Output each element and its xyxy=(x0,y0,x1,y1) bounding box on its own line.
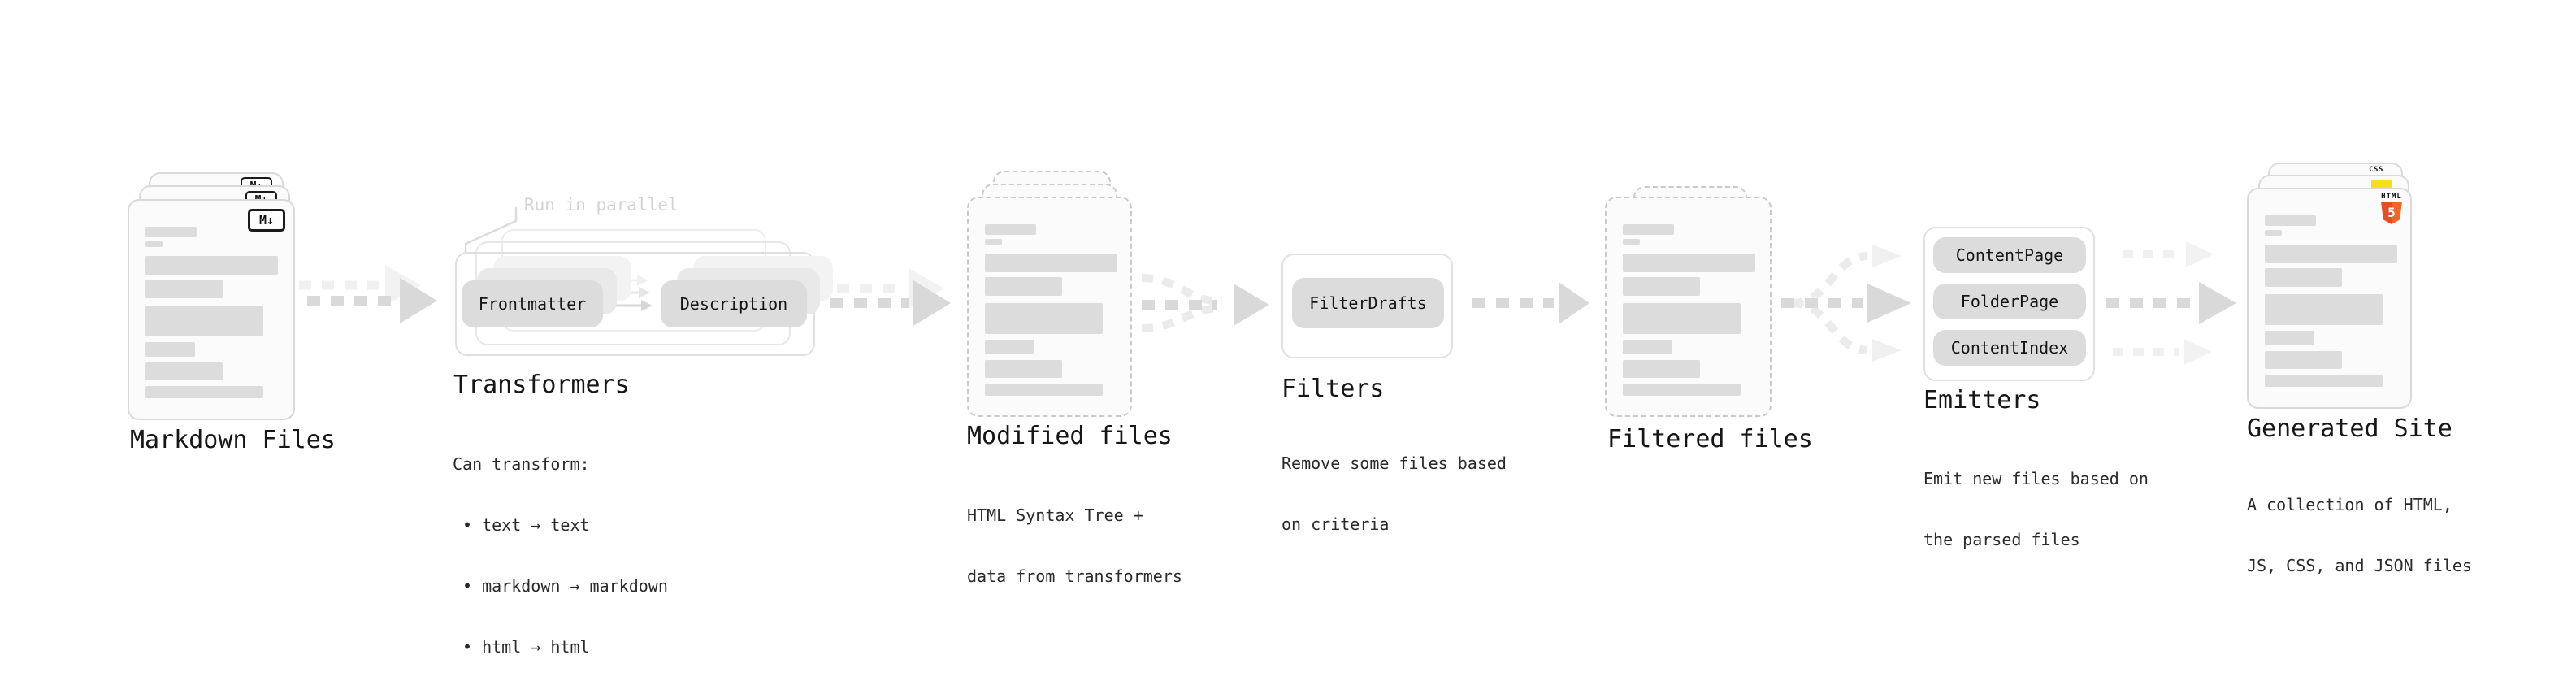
placeholder-bar xyxy=(1623,303,1741,334)
placeholder-bar xyxy=(145,280,223,298)
transformers-bullet: • markdown → markdown xyxy=(462,576,668,596)
transformer-pill-description: Description xyxy=(661,280,807,327)
placeholder-bar xyxy=(2265,268,2342,287)
placeholder-bar xyxy=(1623,277,1700,296)
description-line: data from transformers xyxy=(967,566,1182,586)
placeholder-bar xyxy=(2265,230,2282,236)
description-line: JS, CSS, and JSON files xyxy=(2247,556,2472,575)
stage-label-transformers: Transformers xyxy=(453,371,630,399)
emitters-frame xyxy=(1923,227,2095,381)
filters-frame xyxy=(1281,254,1453,358)
description-line: Remove some files based xyxy=(1281,453,1507,473)
emitter-pill-contentindex: ContentIndex xyxy=(1933,330,2086,366)
markdown-icon: M↓ xyxy=(248,209,285,232)
placeholder-bar xyxy=(2265,294,2383,325)
placeholder-bar xyxy=(985,384,1103,396)
filtered-file-card-front xyxy=(1605,197,1772,417)
placeholder-bar xyxy=(145,362,223,380)
transformers-note-heading: Can transform: xyxy=(453,454,590,474)
html5-icon-number: 5 xyxy=(2387,205,2396,220)
generated-site-description: A collection of HTML, JS, CSS, and JSON … xyxy=(2247,454,2472,617)
stage-label-generated-site: Generated Site xyxy=(2247,414,2452,443)
stage-label-filtered-files: Filtered files xyxy=(1607,425,1813,453)
modified-file-card-front xyxy=(967,197,1132,417)
transformer-pill-frontmatter: Frontmatter xyxy=(462,280,603,327)
placeholder-bar xyxy=(1623,224,1674,235)
transformers-bullet: • text → text xyxy=(462,515,590,535)
emitters-description: Emit new files based on the parsed files xyxy=(1923,428,2149,591)
placeholder-bar xyxy=(145,306,263,336)
placeholder-bar xyxy=(1623,384,1741,396)
description-line: A collection of HTML, xyxy=(2247,495,2452,514)
placeholder-bar xyxy=(2265,375,2383,387)
run-in-parallel-note: Run in parallel xyxy=(524,195,679,215)
placeholder-bar xyxy=(1623,360,1700,378)
placeholder-bar xyxy=(985,277,1062,296)
placeholder-bar xyxy=(2265,351,2342,369)
placeholder-bar xyxy=(145,241,163,247)
placeholder-bar xyxy=(1623,254,1755,272)
placeholder-bar xyxy=(985,360,1062,378)
document-content-placeholder xyxy=(1607,198,1770,415)
placeholder-bar xyxy=(985,239,1002,245)
placeholder-bar xyxy=(2265,215,2316,226)
description-line: HTML Syntax Tree + xyxy=(967,505,1143,525)
arrow-filters-to-filtered xyxy=(1472,282,1589,324)
placeholder-bar xyxy=(985,303,1103,334)
html5-icon-text: HTML xyxy=(2381,193,2402,201)
placeholder-bar xyxy=(985,254,1117,272)
arrow-transformers-to-modified xyxy=(830,268,951,326)
placeholder-bar xyxy=(985,224,1036,235)
transformers-bullet: • html → html xyxy=(462,637,590,657)
stage-label-emitters: Emitters xyxy=(1923,386,2041,414)
arrow-emitters-to-generated xyxy=(2106,241,2236,365)
description-line: Emit new files based on xyxy=(1923,469,2149,488)
stage-label-filters: Filters xyxy=(1281,375,1385,403)
markdown-file-card-front: M↓ xyxy=(128,199,295,420)
generated-file-card-html: HTML 5 xyxy=(2247,188,2412,409)
placeholder-bar xyxy=(2265,331,2314,345)
emitter-pill-folderpage: FolderPage xyxy=(1933,284,2086,319)
placeholder-bar xyxy=(145,386,263,398)
document-content-placeholder xyxy=(969,198,1130,415)
css-icon-text: CSS xyxy=(2369,166,2383,174)
document-content-placeholder xyxy=(129,201,293,419)
stage-label-markdown-files: Markdown Files xyxy=(130,426,336,454)
arrow-markdown-to-transformers xyxy=(299,265,437,323)
placeholder-bar xyxy=(145,227,197,237)
placeholder-bar xyxy=(985,340,1034,354)
placeholder-bar xyxy=(1623,340,1672,354)
placeholder-bar xyxy=(2265,245,2397,263)
placeholder-bar xyxy=(1623,239,1640,245)
stage-label-modified-files: Modified files xyxy=(967,422,1173,450)
emitter-pill-contentpage: ContentPage xyxy=(1933,237,2086,273)
arrow-filtered-to-emitters xyxy=(1781,245,1911,362)
filters-description: Remove some files based on criteria xyxy=(1281,413,1507,575)
description-line: on criteria xyxy=(1281,514,1390,534)
modified-files-description: HTML Syntax Tree + data from transformer… xyxy=(967,465,1182,627)
html5-icon: HTML 5 xyxy=(2381,193,2402,224)
filter-pill-filterdrafts: FilterDrafts xyxy=(1292,278,1444,328)
description-line: the parsed files xyxy=(1923,530,2080,549)
arrow-modified-to-filters xyxy=(1141,274,1269,332)
transformers-notes: Can transform: • text → text • markdown … xyxy=(453,414,668,681)
placeholder-bar xyxy=(145,342,195,357)
document-content-placeholder xyxy=(2249,189,2410,407)
placeholder-bar xyxy=(145,256,278,275)
